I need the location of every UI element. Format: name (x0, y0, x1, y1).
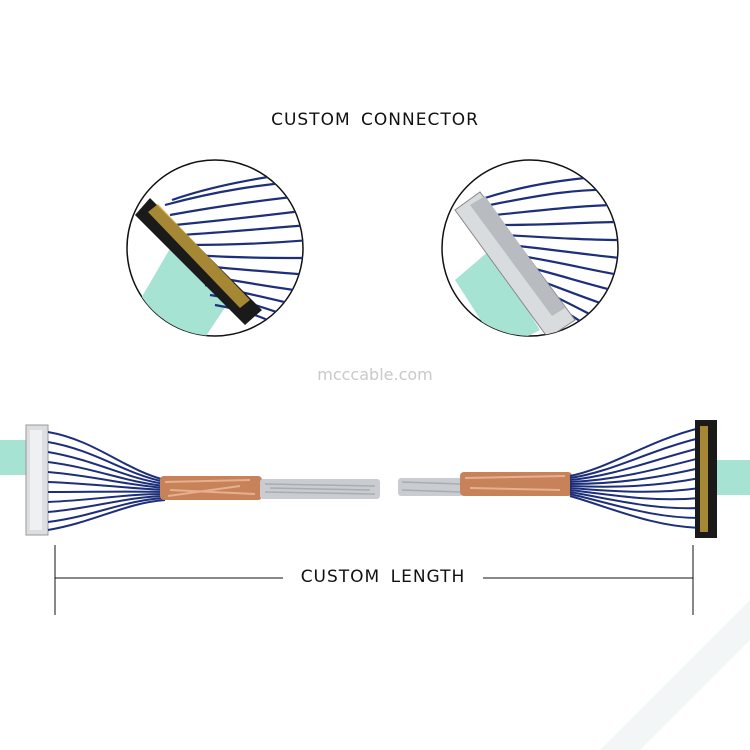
background-streak (600, 600, 750, 750)
dimension-label: CUSTOM LENGTH (283, 567, 483, 587)
right-zoom-circle (441, 159, 619, 337)
dimension-line (54, 545, 694, 615)
watermark: mcccable.com (317, 365, 433, 384)
right-cable-assembly (398, 420, 750, 538)
page-title: CUSTOM CONNECTOR (271, 110, 479, 130)
left-zoom-circle (126, 159, 304, 337)
left-cable-assembly (0, 424, 380, 536)
